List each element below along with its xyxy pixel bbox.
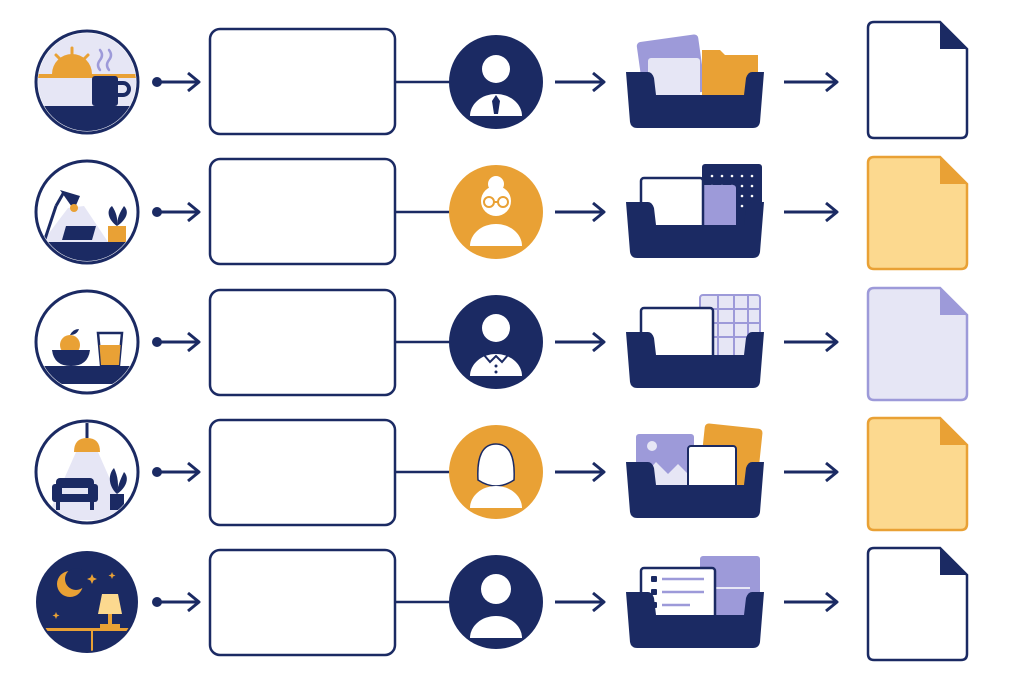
orange-document-icon	[866, 155, 969, 271]
morning-coffee-sunrise-icon	[34, 29, 140, 135]
connector-dot-arrow	[152, 71, 201, 93]
empty-text-box	[208, 548, 397, 657]
fruit-bowl-and-drink-icon	[34, 289, 140, 395]
row-5	[36, 546, 969, 662]
person-icon	[449, 555, 543, 649]
tray-with-photos-icon	[626, 423, 764, 518]
row-1	[34, 20, 969, 140]
desk-lamp-laptop-plant-icon	[34, 159, 140, 265]
empty-text-box	[208, 157, 397, 266]
arrow	[555, 331, 606, 353]
connector-dot-arrow	[152, 591, 201, 613]
tray-with-list-card-icon	[626, 556, 764, 648]
empty-text-box	[208, 27, 397, 136]
arrow	[555, 201, 606, 223]
tray-with-grid-sheet-icon	[626, 294, 764, 388]
empty-text-box	[208, 418, 397, 527]
connector-dot-arrow	[152, 201, 201, 223]
blank-document-icon	[866, 546, 969, 662]
arrow	[784, 331, 839, 353]
man-with-tie-icon	[449, 35, 543, 129]
arrow	[784, 201, 839, 223]
woman-icon	[449, 425, 543, 519]
connector-dot-arrow	[152, 461, 201, 483]
arrow	[784, 461, 839, 483]
arrow	[555, 71, 606, 93]
night-moon-stars-lamp-icon	[36, 551, 138, 653]
row-2	[34, 155, 969, 271]
orange-document-icon	[866, 416, 969, 532]
pendant-lamp-armchair-plant-icon	[34, 419, 140, 525]
lavender-document-icon	[866, 286, 969, 402]
arrow	[555, 591, 606, 613]
arrow	[555, 461, 606, 483]
person-with-collar-icon	[449, 295, 543, 389]
blank-document-icon	[866, 20, 969, 140]
tray-with-papers-and-calendar-icon	[626, 164, 764, 258]
tray-with-folders-icon	[626, 34, 764, 128]
empty-text-box	[208, 288, 397, 397]
arrow	[784, 591, 839, 613]
arrow	[784, 71, 839, 93]
connector-dot-arrow	[152, 331, 201, 353]
older-woman-with-glasses-icon	[449, 165, 543, 259]
row-4	[34, 416, 969, 532]
row-3	[34, 286, 969, 402]
